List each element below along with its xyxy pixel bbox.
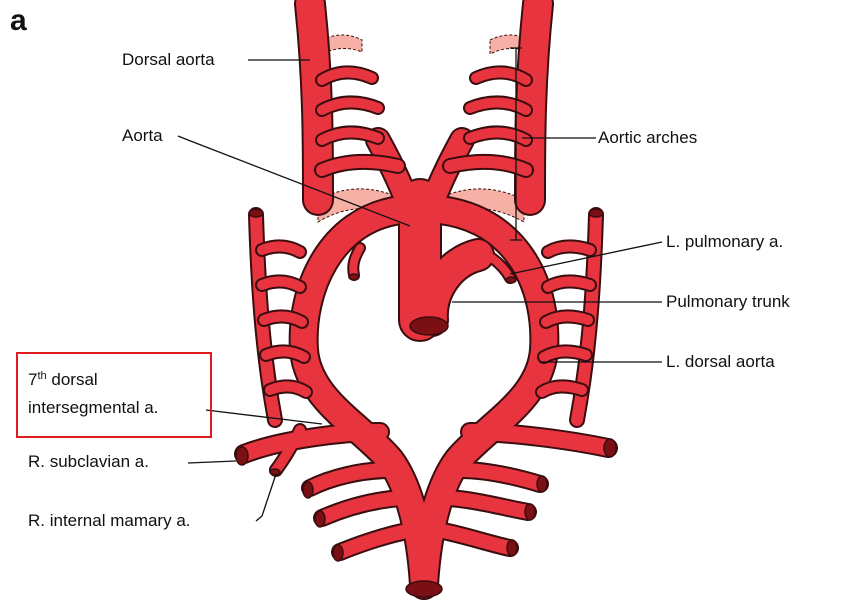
label-aortic-arches: Aortic arches	[598, 128, 697, 148]
label-seventh-dorsal: 7th dorsal	[28, 370, 98, 390]
highlight-box	[16, 352, 212, 438]
label-l-dorsal-aorta: L. dorsal aorta	[666, 352, 775, 372]
seventh-suffix: th	[37, 370, 46, 382]
label-r-subclavian: R. subclavian a.	[28, 452, 149, 472]
label-dorsal-aorta: Dorsal aorta	[122, 50, 215, 70]
panel-letter: a	[10, 4, 27, 38]
label-r-internal-mamary: R. internal mamary a.	[28, 511, 191, 531]
label-aorta: Aorta	[122, 126, 163, 146]
label-pulmonary-trunk: Pulmonary trunk	[666, 292, 790, 312]
seventh-dorsal-text: dorsal	[47, 370, 98, 389]
label-intersegmental: intersegmental a.	[28, 398, 158, 418]
label-l-pulmonary: L. pulmonary a.	[666, 232, 783, 252]
